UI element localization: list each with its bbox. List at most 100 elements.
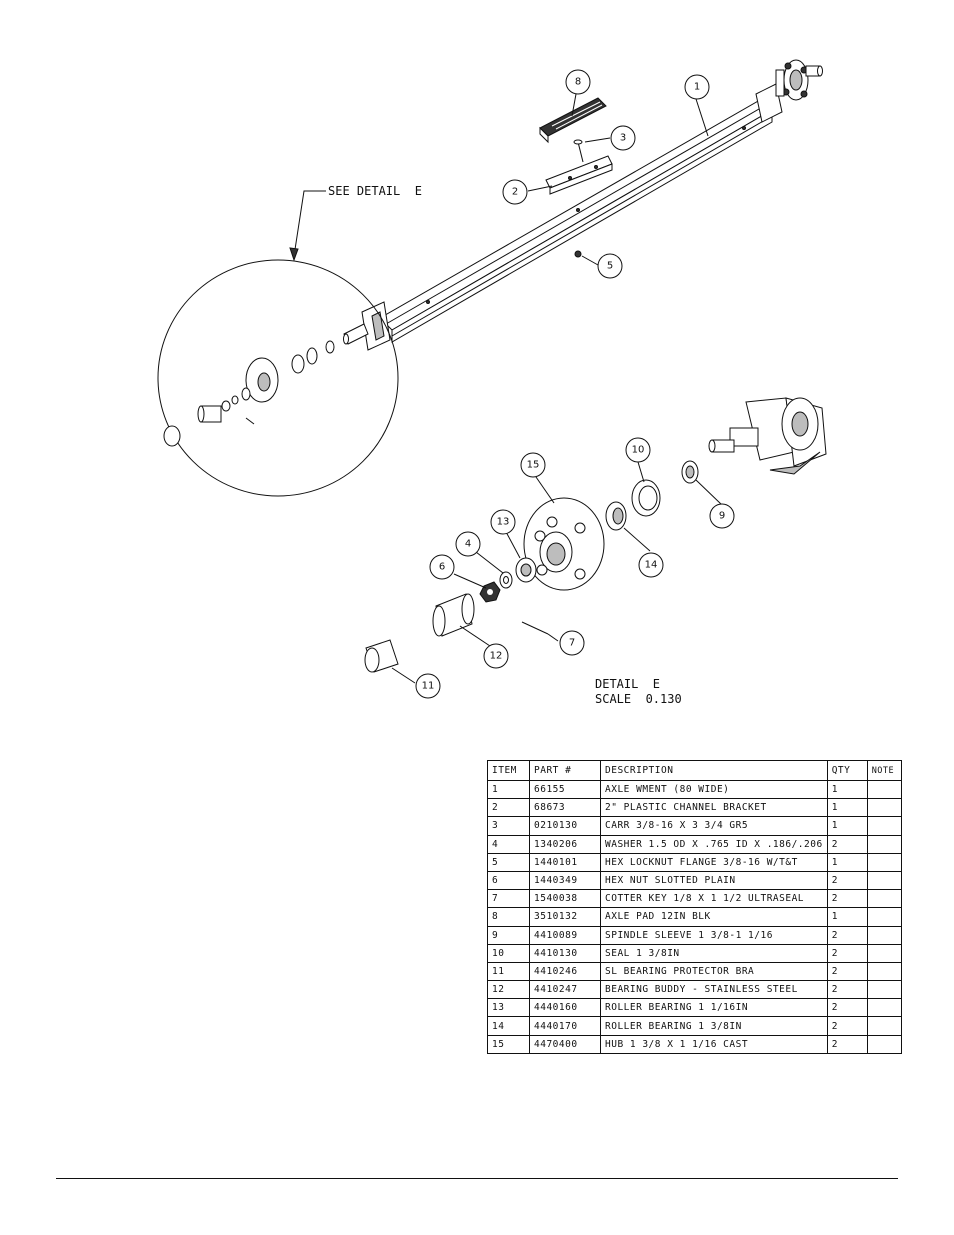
footer-rule xyxy=(56,1178,898,1179)
spindle-sleeve-part xyxy=(681,460,699,484)
bom-cell-qty: 2 xyxy=(826,834,868,854)
balloon-15: 15 xyxy=(520,452,546,478)
bom-cell-part: 66155 xyxy=(529,779,601,800)
bom-cell-part: 1540038 xyxy=(529,889,601,909)
bom-header-row: ITEM PART # DESCRIPTION QTY NOTE xyxy=(487,760,902,781)
carriage-bolt-part xyxy=(573,139,584,163)
exploded-axle-diagram: 8 1 3 2 5 10 15 9 13 4 14 6 7 12 11 SEE … xyxy=(157,59,827,706)
bom-cell-note xyxy=(866,816,902,836)
bom-cell-description: AXLE PAD 12IN BLK xyxy=(600,907,828,927)
bom-cell-description: 2" PLASTIC CHANNEL BRACKET xyxy=(600,798,828,818)
bom-cell-note xyxy=(866,852,902,872)
bom-cell-item: 2 xyxy=(487,798,530,818)
bom-cell-note xyxy=(866,907,902,927)
bom-cell-item: 15 xyxy=(487,1034,530,1054)
svg-text:7: 7 xyxy=(569,638,575,649)
bom-cell-part: 1440101 xyxy=(529,852,601,872)
bom-cell-qty: 2 xyxy=(826,1034,868,1054)
bom-cell-qty: 2 xyxy=(826,1016,868,1036)
svg-text:6: 6 xyxy=(439,562,445,573)
balloon-1: 1 xyxy=(684,74,710,100)
balloon-10: 10 xyxy=(625,437,651,463)
svg-text:3: 3 xyxy=(620,133,626,144)
bom-cell-part: 4410089 xyxy=(529,925,601,945)
bom-cell-part: 4410130 xyxy=(529,943,601,963)
bom-cell-qty: 1 xyxy=(826,779,868,800)
bom-cell-description: AXLE WMENT (80 WIDE) xyxy=(600,779,828,800)
bom-header-part: PART # xyxy=(529,760,601,781)
bom-cell-part: 4440160 xyxy=(529,998,601,1018)
detail-spindle-assembly xyxy=(708,397,827,475)
bom-cell-description: ROLLER BEARING 1 1/16IN xyxy=(600,998,828,1018)
svg-text:11: 11 xyxy=(422,681,435,692)
bom-cell-description: HEX LOCKNUT FLANGE 3/8-16 W/T&T xyxy=(600,852,828,872)
bom-cell-item: 3 xyxy=(487,816,530,836)
bom-cell-description: CARR 3/8-16 X 3 3/4 GR5 xyxy=(600,816,828,836)
bom-cell-part: 4440170 xyxy=(529,1016,601,1036)
bom-cell-qty: 1 xyxy=(826,816,868,836)
roller-bearing-large-part xyxy=(605,501,627,531)
bom-cell-part: 4470400 xyxy=(529,1034,601,1054)
balloon-2: 2 xyxy=(502,179,528,205)
bom-cell-item: 12 xyxy=(487,980,530,1000)
bom-cell-description: BEARING BUDDY - STAINLESS STEEL xyxy=(600,980,828,1000)
bom-cell-qty: 1 xyxy=(826,852,868,872)
bom-cell-note xyxy=(866,779,902,800)
balloon-7: 7 xyxy=(559,630,585,656)
axle-pad-part xyxy=(539,97,607,144)
bom-cell-item: 11 xyxy=(487,961,530,982)
balloon-5: 5 xyxy=(597,253,623,279)
bom-cell-item: 10 xyxy=(487,943,530,963)
svg-text:9: 9 xyxy=(719,511,725,522)
bom-cell-qty: 2 xyxy=(826,980,868,1000)
svg-text:12: 12 xyxy=(490,651,503,662)
bom-cell-item: 6 xyxy=(487,870,530,891)
bom-cell-item: 8 xyxy=(487,907,530,927)
bearing-protector-part xyxy=(364,639,399,673)
balloon-3: 3 xyxy=(610,125,636,151)
svg-text:5: 5 xyxy=(607,261,613,272)
bom-cell-item: 1 xyxy=(487,779,530,800)
bom-cell-description: ROLLER BEARING 1 3/8IN xyxy=(600,1016,828,1036)
leader-lines xyxy=(391,93,723,684)
bom-cell-part: 3510132 xyxy=(529,907,601,927)
bom-cell-note xyxy=(866,980,902,1000)
bom-header-description: DESCRIPTION xyxy=(600,760,828,781)
bom-header-note: NOTE xyxy=(866,760,902,781)
detail-scale: SCALE 0.130 xyxy=(595,692,682,706)
hub-part xyxy=(523,497,605,591)
balloon-12: 12 xyxy=(483,643,509,669)
bom-cell-note xyxy=(866,1016,902,1036)
svg-text:4: 4 xyxy=(465,539,471,550)
bom-cell-part: 0210130 xyxy=(529,816,601,836)
bom-cell-note xyxy=(866,961,902,982)
seal-part xyxy=(631,479,661,517)
bom-cell-note xyxy=(866,925,902,945)
bom-cell-qty: 2 xyxy=(826,943,868,963)
bom-cell-note xyxy=(866,1034,902,1054)
svg-text:13: 13 xyxy=(497,517,510,528)
svg-text:2: 2 xyxy=(512,187,518,198)
svg-text:15: 15 xyxy=(527,460,540,471)
bom-cell-qty: 2 xyxy=(826,870,868,891)
svg-text:1: 1 xyxy=(694,82,700,93)
bom-header-item: ITEM xyxy=(487,760,530,781)
slotted-nut-part xyxy=(479,581,501,603)
bom-cell-note xyxy=(866,889,902,909)
bom-cell-description: SEAL 1 3/8IN xyxy=(600,943,828,963)
bom-cell-part: 1440349 xyxy=(529,870,601,891)
balloon-9: 9 xyxy=(709,503,735,529)
